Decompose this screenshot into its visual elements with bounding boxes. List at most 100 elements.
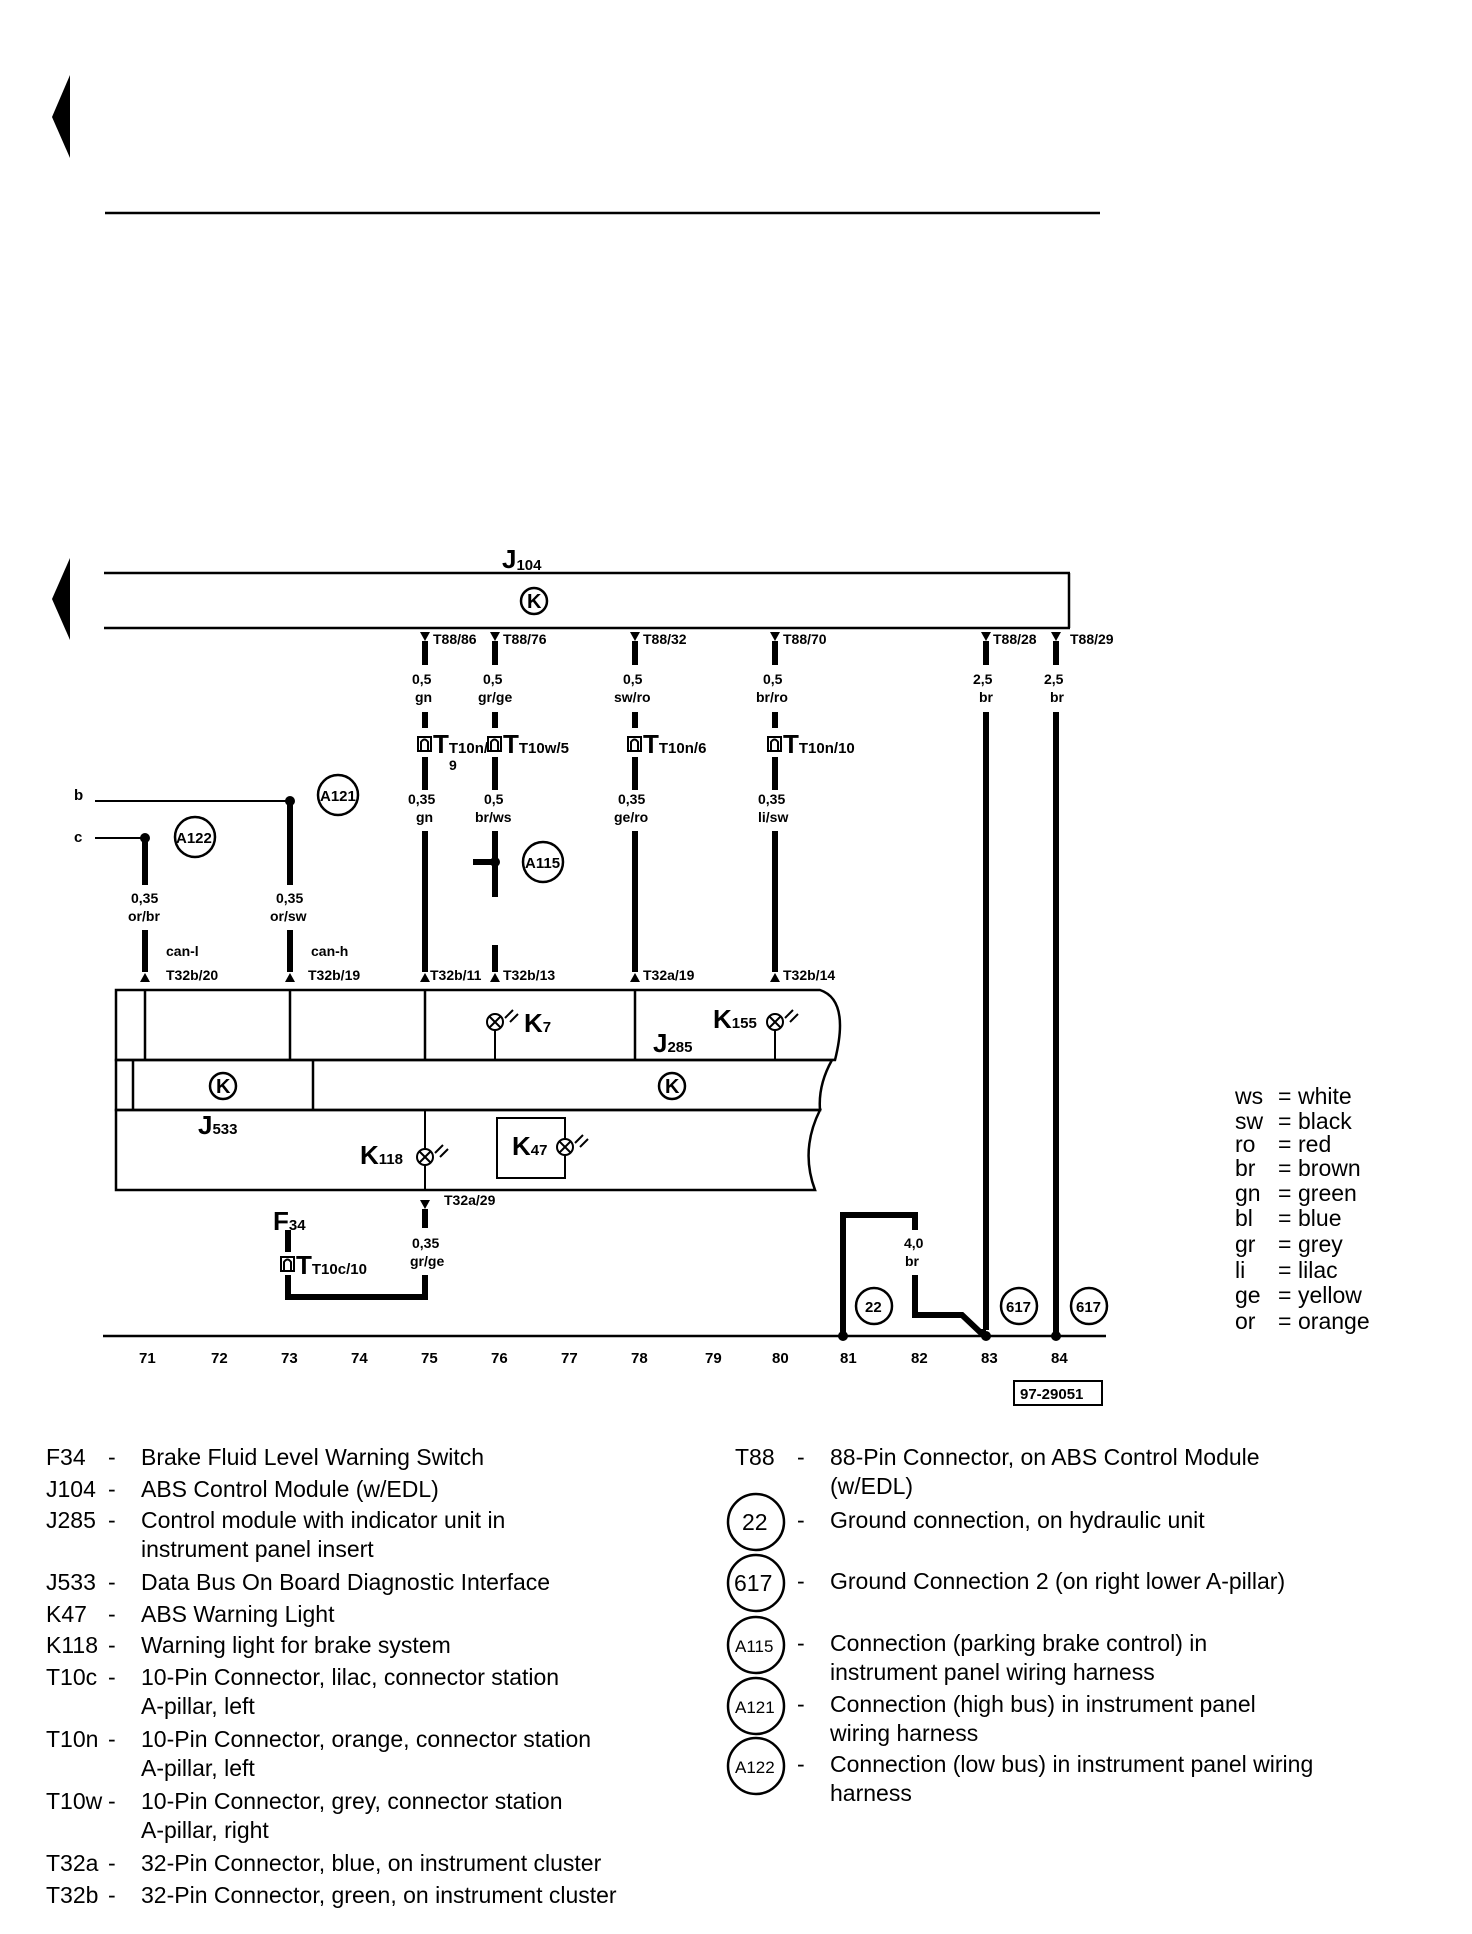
svg-text:0,35: 0,35 [408,791,435,807]
page-back-arrow-diagram[interactable] [52,558,70,640]
j533-label: J533 [198,1110,238,1140]
svg-text:ge: ge [1235,1282,1261,1308]
legend-connection-a115 [726,1615,786,1675]
svg-text:or/br: or/br [128,908,160,924]
conn-t10n-10: TT10n/10 [783,729,855,759]
svg-text:instrument panel wiring harnes: instrument panel wiring harness [830,1659,1155,1685]
svg-text:or: or [1235,1308,1256,1334]
svg-text:or/sw: or/sw [270,908,307,924]
svg-text:=: = [1278,1131,1291,1157]
wire-ref-b: b [74,787,83,804]
pin-t88-32: T88/32 [643,631,687,647]
svg-text:lilac: lilac [1298,1257,1338,1283]
svg-text:br: br [1050,689,1065,705]
svg-text:-: - [108,1476,116,1502]
page-back-arrow-top[interactable] [52,75,70,158]
j104-module-symbol: K [527,591,542,613]
svg-text:=: = [1278,1308,1291,1334]
svg-text:gr/ge: gr/ge [478,689,512,705]
svg-text:2,5: 2,5 [1044,671,1064,687]
svg-text:black: black [1298,1108,1352,1134]
diagram-id: 97-29051 [1020,1386,1083,1403]
svg-text:blue: blue [1298,1205,1341,1231]
f34-label: F34 [273,1206,306,1236]
conn-t10c-10: TT10c/10 [296,1250,367,1280]
lower-wires [422,757,778,972]
pin-t32b-13: T32b/13 [503,967,555,983]
svg-text:0,5: 0,5 [484,791,504,807]
svg-text:Control module with indicator: Control module with indicator unit in [141,1507,505,1533]
k47-lamp: K47 [496,1117,589,1179]
svg-text:K118: K118 [360,1140,403,1170]
svg-text:K7: K7 [524,1008,551,1038]
svg-text:0,5: 0,5 [412,671,432,687]
svg-text:-: - [797,1444,805,1470]
svg-text:br: br [1235,1155,1256,1181]
svg-text:F34: F34 [46,1444,86,1470]
svg-text:-: - [797,1507,805,1533]
legend-ground-617 [726,1553,786,1613]
component-list-right: T88-88-Pin Connector, on ABS Control Mod… [726,1444,1313,1806]
svg-text:=: = [1278,1282,1291,1308]
svg-text:-: - [108,1444,116,1470]
k155-lamp: K155 [713,1004,799,1034]
svg-text:sw: sw [1235,1108,1264,1134]
j285-label: J285 [653,1028,693,1058]
svg-text:J285: J285 [46,1507,96,1533]
svg-text:0,5: 0,5 [623,671,643,687]
svg-text:green: green [1298,1180,1357,1206]
k7-lamp: K7 [486,1008,551,1038]
j104-label: J104 [502,544,542,574]
svg-text:32-Pin Connector, green, on in: 32-Pin Connector, green, on instrument c… [141,1882,617,1908]
svg-text:A122: A122 [735,1758,775,1777]
instrument-cluster: K K J285 J533 K7 K155 K118 [114,988,842,1192]
svg-text:li/sw: li/sw [758,809,788,825]
svg-text:T10c: T10c [46,1664,97,1690]
connector-stations: TT10n/ 9 TT10w/5 TT10n/6 TT10n/10 [417,729,855,773]
svg-text:-: - [797,1691,805,1717]
svg-text:Connection (parking brake cont: Connection (parking brake control) in [830,1630,1207,1656]
svg-text:83: 83 [981,1350,998,1367]
svg-text:gn: gn [415,689,432,705]
svg-text:K47: K47 [512,1131,547,1161]
pin-t32a-29: T32a/29 [444,1192,496,1208]
svg-text:617: 617 [1006,1299,1031,1316]
can-bus: b c 0,35 or/br 0,35 or/sw can-l can-h [74,787,348,972]
svg-text:li: li [1235,1257,1245,1283]
conn-t10w-5: TT10w/5 [503,729,569,759]
svg-text:0,35: 0,35 [758,791,785,807]
pin-t88-28: T88/28 [993,631,1037,647]
svg-text:617: 617 [1076,1299,1101,1316]
svg-text:white: white [1297,1083,1352,1109]
ground-617-b [1069,1286,1109,1326]
svg-text:77: 77 [561,1350,578,1367]
pin-t88-29: T88/29 [1070,631,1114,647]
legend-ground-22 [726,1492,786,1552]
svg-text:A115: A115 [735,1637,773,1656]
svg-text:76: 76 [491,1350,508,1367]
svg-text:0,35: 0,35 [618,791,645,807]
svg-text:Warning light for brake system: Warning light for brake system [141,1632,451,1658]
svg-text:br: br [979,689,994,705]
svg-text:4,0: 4,0 [904,1235,924,1251]
svg-text:-: - [108,1850,116,1876]
svg-text:-: - [108,1601,116,1627]
svg-text:-: - [108,1632,116,1658]
pin-t88-70: T88/70 [783,631,827,647]
connection-a121 [316,773,360,817]
svg-text:grey: grey [1298,1231,1343,1257]
svg-text:Ground Connection 2 (on right: Ground Connection 2 (on right lower A-pi… [830,1568,1285,1594]
svg-text:T10w: T10w [46,1788,103,1814]
svg-text:10-Pin Connector, orange, conn: 10-Pin Connector, orange, connector stat… [141,1726,591,1752]
svg-text:82: 82 [911,1350,928,1367]
pin-t88-76: T88/76 [503,631,547,647]
wire-ref-c: c [74,829,82,846]
svg-text:Data Bus On Board Diagnostic I: Data Bus On Board Diagnostic Interface [141,1569,550,1595]
svg-text:A-pillar, left: A-pillar, left [141,1693,255,1719]
svg-text:bl: bl [1235,1205,1253,1231]
svg-text:A121: A121 [735,1698,775,1717]
svg-text:-: - [108,1788,116,1814]
svg-text:ws: ws [1234,1083,1263,1109]
svg-text:Ground connection, on hydrauli: Ground connection, on hydraulic unit [830,1507,1205,1533]
pin-t32b-20: T32b/20 [166,967,218,983]
